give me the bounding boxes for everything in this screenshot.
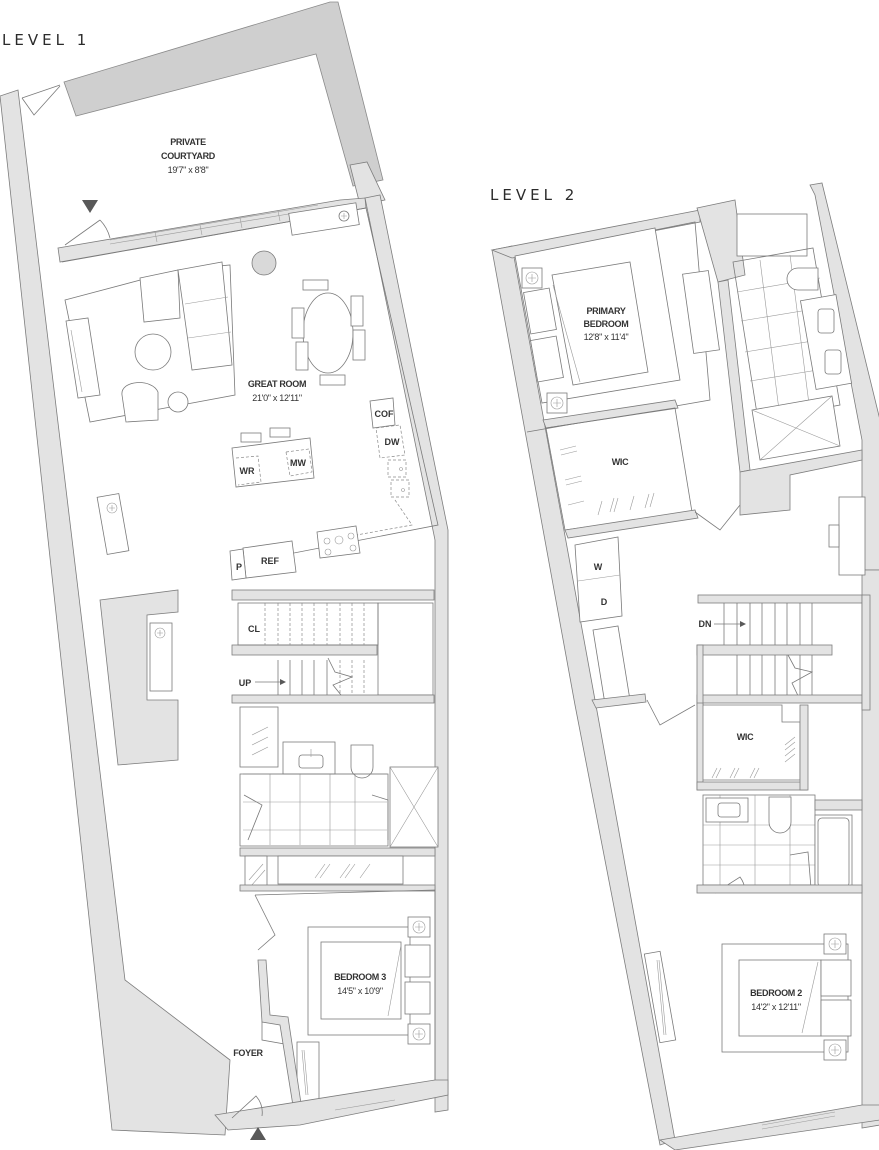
primary-bathroom [732,213,853,461]
second-sink-icon [717,802,741,818]
pantry-label: P [236,562,242,572]
foyer-label: FOYER [233,1048,264,1058]
dryer-label: D [601,597,608,607]
bottom-exterior-wall [214,1079,449,1131]
svg-text:PRIMARY: PRIMARY [586,306,625,316]
console-table [288,202,360,236]
pantry [229,548,247,581]
foyer-partition [257,959,303,1113]
armchair [121,382,159,423]
l2-center-wall [696,199,746,283]
courtyard-pier [349,161,386,206]
great-room-label: GREAT ROOM 21'0" x 12'11" [248,379,307,403]
interior-wall-block [99,589,179,766]
laundry-bottom-wall [591,693,647,709]
svg-text:19'7" x 8'8": 19'7" x 8'8" [168,165,209,175]
closet-bedroom3 [244,855,404,889]
primary-wic: WIC [545,407,693,531]
right-exterior-wall [364,194,449,1113]
refrigerator-label: REF [261,556,280,566]
closet-label: CL [248,624,260,634]
courtyard-entry-arrow-icon [82,200,98,213]
bedroom2-dresser [643,950,677,1044]
svg-text:BEDROOM 2: BEDROOM 2 [750,988,802,998]
dining-table [291,279,366,386]
second-wic: WIC [696,702,809,791]
hall-door[interactable] [646,699,696,726]
laundry: W D [574,536,631,705]
stairs-up-label: UP [239,678,252,688]
sink-2-icon [824,349,842,375]
primary-dresser [682,270,720,354]
primary-toilet-icon [786,267,819,291]
svg-text:14'5" x 10'9": 14'5" x 10'9" [337,986,383,996]
stairs-down-label: DN [699,619,712,629]
dishwasher-label: DW [385,437,400,447]
bath-bedroom-wall [239,847,436,857]
hall-desk [828,496,866,576]
wic-top-wall [542,399,679,429]
left-exterior-wall [0,89,231,1136]
svg-text:BEDROOM: BEDROOM [584,319,629,329]
l2-top-wall [490,209,701,259]
level-1-bathroom [239,706,439,848]
washer-label: W [594,562,603,572]
level-2-plan: LEVEL 2 PRIMARY BEDROOM 12'8" x 11'4 [490,182,879,1150]
bedroom-3: BEDROOM 3 14'5" x 10'9" [254,889,436,1109]
planter-icon [251,250,277,276]
coffee-table [134,333,172,371]
cooktop [316,525,361,559]
radiator-left-2 [149,622,173,692]
level-1-title: LEVEL 1 [2,31,90,49]
wine-fridge-label: WR [240,466,255,476]
stair-core: CL UP [231,589,435,704]
l2-stair-core: DN [696,594,871,711]
tub-glass [789,851,812,889]
level-2-title: LEVEL 2 [490,186,578,204]
microwave-label: MW [290,458,306,468]
svg-text:12'8" x 11'4": 12'8" x 11'4" [584,332,629,342]
svg-text:WIC: WIC [612,457,629,467]
svg-text:WIC: WIC [737,732,754,742]
courtyard-wall [63,1,384,187]
svg-text:BEDROOM 3: BEDROOM 3 [334,972,386,982]
svg-text:PRIVATE: PRIVATE [170,137,206,147]
second-toilet-icon [768,796,792,834]
side-table [167,391,189,413]
bedroom3-top-wall [239,884,436,892]
living-area-furniture [64,250,277,423]
hall-wall [739,449,863,516]
svg-text:COURTYARD: COURTYARD [161,151,216,161]
primary-tub [736,213,808,257]
linen-closet [239,706,279,768]
svg-text:FOYER: FOYER [233,1048,263,1058]
svg-text:21'0" x 12'11": 21'0" x 12'11" [252,393,302,403]
second-bathroom [696,794,863,894]
kitchen-island: WR MW [231,427,315,488]
level-1-plan: LEVEL 1 PRIVATE COURTYARD 19'7" x 8 [0,1,449,1140]
main-entry-door[interactable] [231,1095,263,1119]
radiator-left [96,493,130,555]
main-entry-arrow-icon [250,1127,266,1140]
wic-door[interactable] [694,504,741,531]
bedroom-2: BEDROOM 2 14'2" x 12'11" [643,933,852,1061]
primary-bedroom: PRIMARY BEDROOM 12'8" x 11'4" [514,221,720,433]
l2-bath-wall [717,279,751,473]
sink-1-icon [817,308,835,334]
bedroom3-door [254,894,276,951]
wic-bottom-wall [564,509,699,539]
stairs-down-arrow-icon [740,621,746,627]
courtyard-label: PRIVATE COURTYARD 19'7" x 8'8" [161,137,216,175]
kitchen-counter: COF DW REF P [229,397,413,581]
svg-text:GREAT ROOM: GREAT ROOM [248,379,306,389]
courtyard-door[interactable] [21,84,111,246]
toilet-icon [350,744,374,779]
svg-text:14'2" x 12'11": 14'2" x 12'11" [751,1002,801,1012]
coffee-label: COF [375,409,395,419]
stairs-arrow-icon [280,679,286,685]
linen-cabinet [592,625,631,705]
